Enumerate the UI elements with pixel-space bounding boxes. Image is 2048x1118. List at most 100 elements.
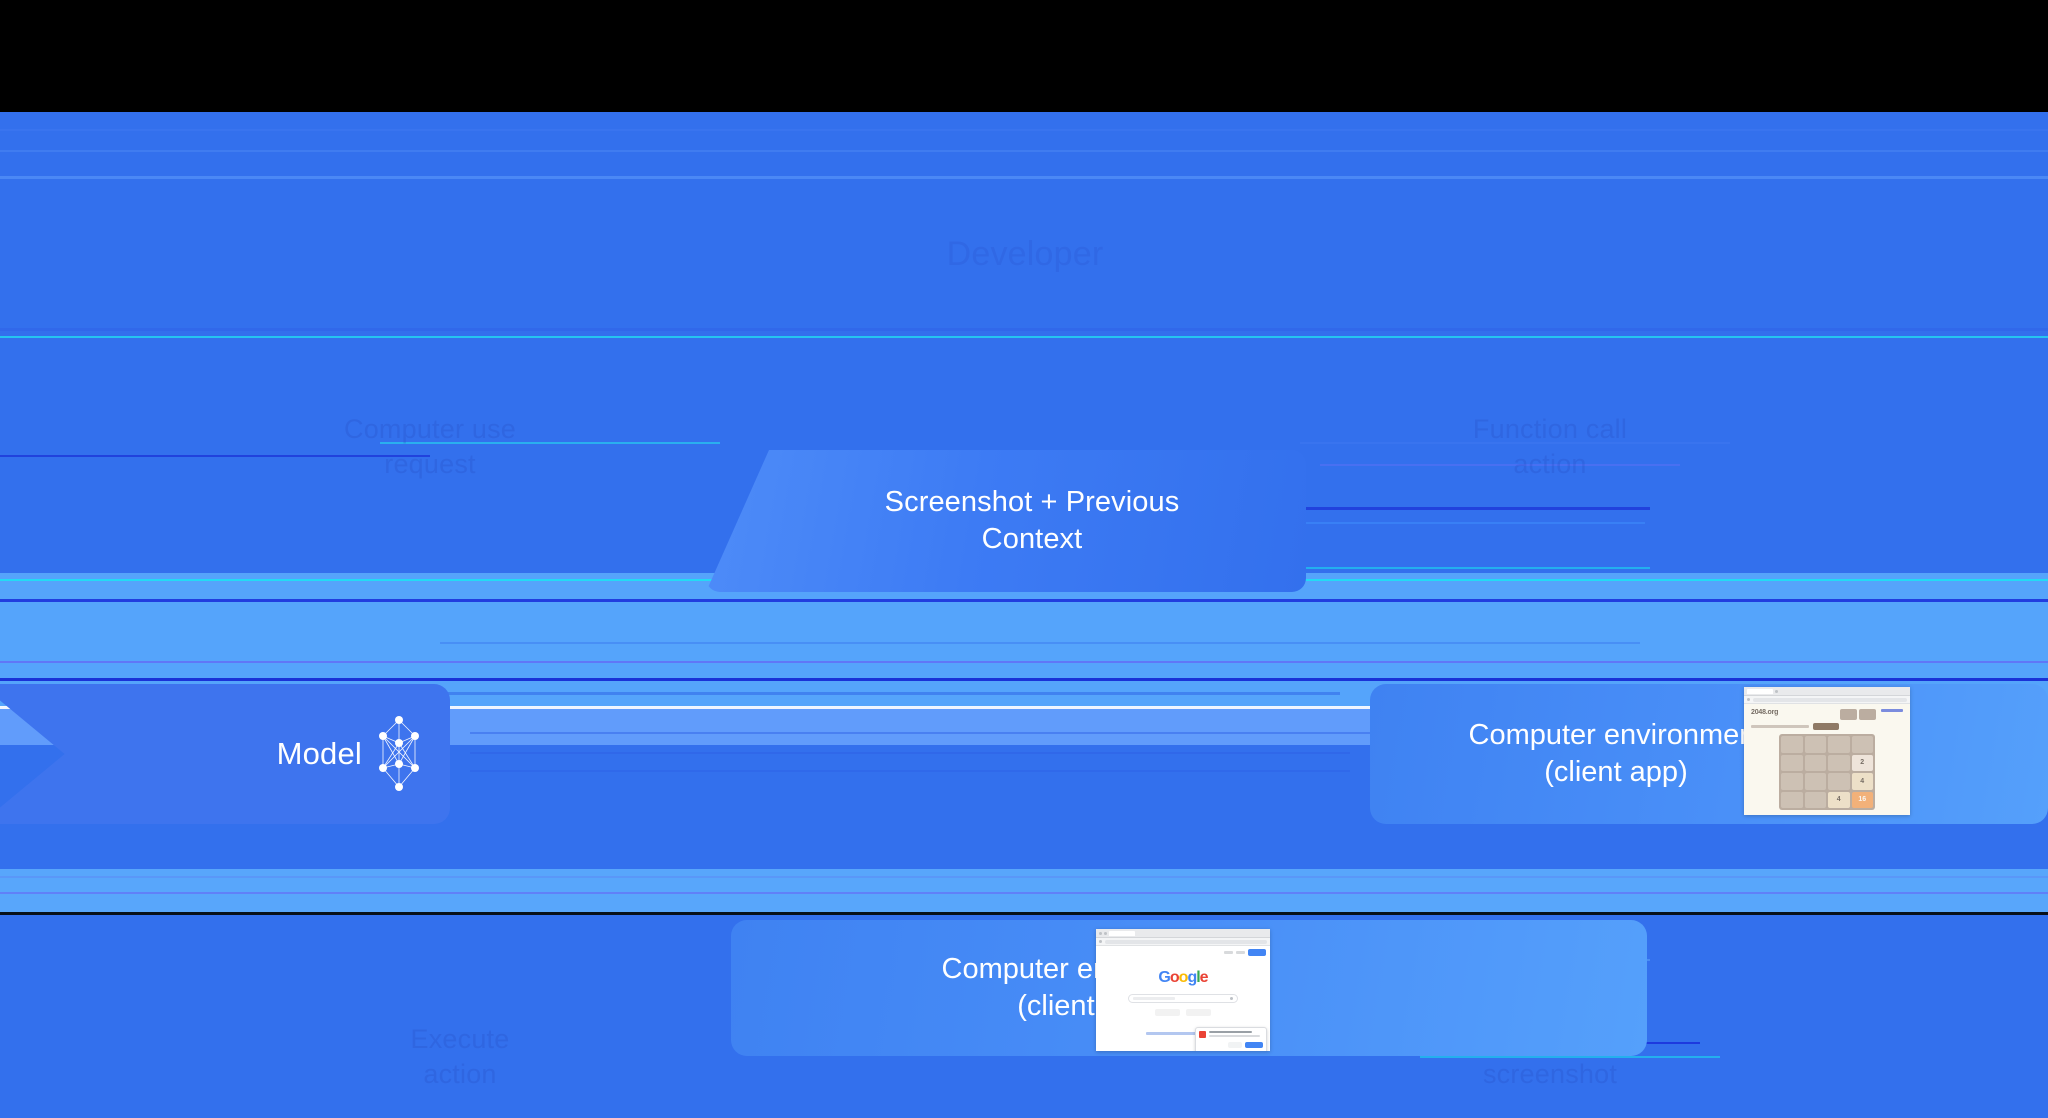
dialog-text — [1209, 1031, 1263, 1037]
logo-letter: G — [1158, 969, 1170, 986]
sign-in-button[interactable] — [1248, 949, 1266, 956]
game-tile — [1828, 754, 1850, 771]
letterbox-top — [0, 0, 2048, 112]
dialog-header — [1199, 1031, 1263, 1038]
game-tile: 4 — [1828, 791, 1850, 808]
gmail-link[interactable] — [1224, 951, 1233, 954]
scanline-artifact — [470, 752, 1350, 754]
window-dot-icon — [1099, 931, 1102, 935]
node-model[interactable]: Model — [0, 684, 450, 824]
account-icon — [1199, 1031, 1206, 1038]
new-game-button[interactable] — [1813, 723, 1839, 730]
scanline-artifact — [470, 770, 1350, 772]
google-search-buttons — [1096, 1009, 1270, 1016]
game-tile: 16 — [1851, 791, 1873, 808]
google-home-body: Google — [1096, 946, 1270, 1051]
feeling-lucky-button[interactable] — [1186, 1009, 1211, 1016]
scanline-artifact — [0, 336, 2048, 338]
env-right-line-1: Computer environment — [1468, 718, 1764, 751]
images-link[interactable] — [1236, 951, 1245, 954]
game-tile — [1781, 791, 1803, 808]
logo-letter: o — [1178, 969, 1189, 986]
neural-network-icon — [376, 713, 422, 795]
scanline-artifact — [1250, 522, 1645, 524]
node-computer-environment-right[interactable]: Computer environment (client app) — [1370, 684, 2048, 824]
node-screenshot-context[interactable]: Screenshot + Previous Context — [706, 450, 1306, 592]
sign-in-dialog[interactable] — [1195, 1027, 1267, 1051]
game-tile — [1781, 754, 1803, 771]
dialog-secondary-button[interactable] — [1228, 1042, 1242, 1048]
env-right-line-2: (client app) — [1544, 756, 1688, 788]
browser-tab — [1747, 688, 1773, 694]
glitch-white-rule — [0, 706, 2048, 709]
game-tile — [1804, 791, 1826, 808]
scanline-artifact — [0, 129, 2048, 131]
node-screenshot-context-label: Screenshot + Previous Context — [833, 484, 1180, 558]
env-bottom-line-1: Computer environment — [941, 952, 1237, 985]
google-logo: Google — [1096, 969, 1270, 987]
google-language-offer — [1096, 1022, 1270, 1040]
game-2048-title: 2048.org — [1751, 709, 1779, 716]
thumbnail-google-home[interactable]: Google — [1096, 929, 1270, 1051]
flow-label-computer-use-request: Computer use request — [344, 414, 516, 480]
scanline-artifact — [0, 176, 2048, 179]
context-line-2: Context — [981, 523, 1083, 555]
game-tile — [1804, 754, 1826, 771]
scanline-artifact — [1250, 567, 1650, 569]
game-tile — [1828, 773, 1850, 790]
game-tile — [1781, 773, 1803, 790]
window-dot-icon — [1104, 931, 1107, 935]
score-box — [1840, 709, 1857, 720]
flow-label-execute-action: Execute action — [410, 1024, 510, 1090]
url-pill[interactable] — [1105, 939, 1267, 944]
logo-letter: g — [1187, 969, 1197, 986]
google-top-nav — [1096, 946, 1270, 956]
browser-tab[interactable] — [1109, 930, 1135, 936]
thumbnail-urlbar — [1744, 696, 1910, 704]
flow-label-developer: Developer — [946, 235, 1104, 273]
game-2048-scoreboard — [1840, 709, 1876, 720]
instructions-text — [1751, 725, 1809, 728]
scanline-artifact — [0, 328, 2048, 331]
link-pill[interactable] — [1881, 709, 1903, 712]
logo-letter: o — [1169, 969, 1180, 986]
env-bottom-line-2: (client app) — [1017, 990, 1161, 1022]
logo-letter: l — [1196, 969, 1201, 986]
thumbnail-urlbar[interactable] — [1096, 938, 1270, 946]
thumbnail-2048-game[interactable]: 2048.org — [1744, 687, 1910, 815]
window-dot-icon — [1775, 689, 1778, 693]
thumbnail-titlebar — [1096, 929, 1270, 938]
game-tile: 2 — [1851, 754, 1873, 771]
dialog-actions — [1199, 1042, 1263, 1048]
back-arrow-icon[interactable] — [1099, 940, 1102, 943]
game-tile — [1804, 736, 1826, 753]
game-2048-subheader — [1751, 723, 1903, 730]
game-tile — [1804, 773, 1826, 790]
game-tile — [1781, 736, 1803, 753]
env-right-label: Computer environment (client app) — [1370, 717, 1862, 791]
flow-label-function-call: Function call action — [1472, 414, 1628, 480]
scanline-artifact — [1250, 507, 1650, 510]
back-arrow-icon — [1747, 698, 1750, 701]
glitch-band-lower — [0, 869, 2048, 915]
thumbnail-titlebar — [1744, 687, 1910, 696]
game-2048-header: 2048.org — [1751, 709, 1903, 720]
diagram-background: Computer use request Function call actio… — [0, 112, 2048, 1118]
env-bottom-label: Computer environment (client app) — [731, 951, 1447, 1025]
game-2048-links[interactable] — [1881, 709, 1903, 712]
game-tile: 4 — [1851, 773, 1873, 790]
game-2048-grid[interactable]: 2 4 4 16 — [1779, 734, 1875, 810]
node-model-label: Model — [276, 736, 362, 771]
search-placeholder — [1133, 997, 1175, 1000]
google-search-input[interactable] — [1128, 994, 1238, 1003]
game-tile — [1851, 736, 1873, 753]
logo-letter: e — [1199, 969, 1209, 986]
game-2048-body: 2048.org — [1744, 704, 1910, 815]
url-pill — [1753, 697, 1907, 702]
dialog-primary-button[interactable] — [1245, 1042, 1263, 1048]
best-score-box — [1859, 709, 1876, 720]
google-search-button[interactable] — [1155, 1009, 1180, 1016]
microphone-icon[interactable] — [1230, 997, 1233, 1000]
context-line-1: Screenshot + Previous — [884, 485, 1180, 518]
